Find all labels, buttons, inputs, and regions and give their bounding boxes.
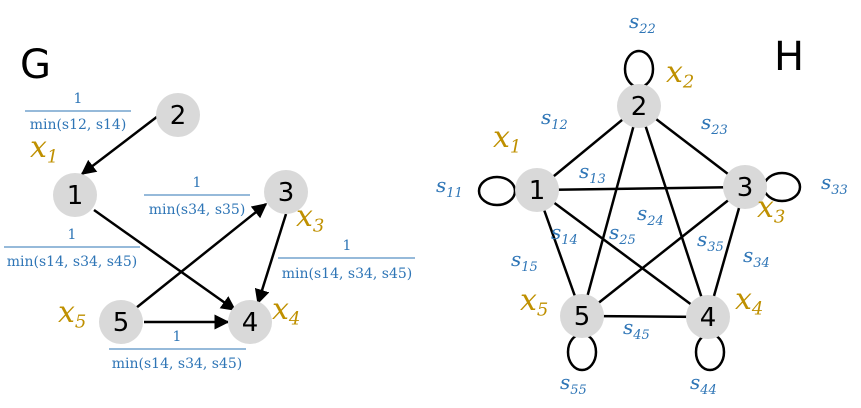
graph-g-title: G xyxy=(20,42,51,88)
h-label-s12: s12 xyxy=(541,105,568,133)
h-edge-1-4 xyxy=(536,188,709,319)
g-node-4-label: 4 xyxy=(242,308,259,338)
h-node-3-label: 3 xyxy=(737,173,754,203)
h-edge-2-4 xyxy=(637,105,710,318)
h-var-x5: x5 xyxy=(520,283,548,320)
h-label-s35: s35 xyxy=(697,227,724,255)
g-var-x3: x3 xyxy=(296,199,324,236)
g-weight-5-4-denominator: min(s14, s34, s45) xyxy=(112,356,243,372)
h-label-s34: s34 xyxy=(743,243,770,271)
h-label-s55: s55 xyxy=(560,370,587,398)
g-weight-5-3: 1 min(s34, s35) xyxy=(144,175,250,218)
g-node-1-label: 1 xyxy=(67,181,84,211)
h-label-s45: s45 xyxy=(623,315,650,343)
h-edge-3-5 xyxy=(581,186,746,317)
h-var-x1: x1 xyxy=(493,120,521,157)
g-edge-2-1 xyxy=(80,115,159,175)
h-self-loop-5 xyxy=(566,332,598,372)
h-label-s25: s25 xyxy=(609,220,636,248)
g-node-2: 2 xyxy=(156,93,200,137)
h-node-1-label: 1 xyxy=(529,176,546,206)
h-node-1: 1 xyxy=(515,168,559,212)
h-label-s33: s33 xyxy=(821,170,848,198)
g-edge-3-4 xyxy=(254,213,288,305)
h-edge-1-5 xyxy=(535,189,584,317)
h-node-2-label: 2 xyxy=(631,92,648,122)
g-weight-5-3-denominator: min(s34, s35) xyxy=(149,202,246,218)
h-node-4-label: 4 xyxy=(700,303,717,333)
h-label-s22: s22 xyxy=(629,9,656,37)
h-node-5-label: 5 xyxy=(574,302,591,332)
g-node-3-label: 3 xyxy=(278,178,295,208)
g-node-1: 1 xyxy=(53,173,97,217)
h-label-s13: s13 xyxy=(579,159,606,187)
g-node-2-label: 2 xyxy=(170,101,187,131)
h-self-loop-1 xyxy=(477,175,517,207)
g-var-x5: x5 xyxy=(58,295,86,332)
g-weight-2-1-numerator: 1 xyxy=(74,91,83,107)
graph-h: H 1 2 3 4 xyxy=(436,9,848,398)
g-edge-1-4 xyxy=(93,208,237,312)
g-weight-3-4: 1 min(s14, s34, s45) xyxy=(278,238,415,282)
h-node-5: 5 xyxy=(560,294,604,338)
g-node-5-label: 5 xyxy=(113,308,130,338)
g-weight-3-4-numerator: 1 xyxy=(343,238,352,254)
h-var-x3: x3 xyxy=(757,190,785,227)
g-weight-2-1-denominator: min(s12, s14) xyxy=(30,117,127,133)
g-weight-5-3-numerator: 1 xyxy=(193,175,202,191)
g-weight-3-4-denominator: min(s14, s34, s45) xyxy=(282,266,413,282)
h-node-2: 2 xyxy=(617,84,661,128)
h-label-s23: s23 xyxy=(701,110,728,138)
g-node-3: 3 xyxy=(264,170,308,214)
g-node-4: 4 xyxy=(228,300,272,344)
h-edge-1-2 xyxy=(536,105,640,191)
g-node-5: 5 xyxy=(99,300,143,344)
g-weight-1-4-denominator: min(s14, s34, s45) xyxy=(7,254,138,270)
h-label-s14: s14 xyxy=(551,220,578,248)
h-node-3: 3 xyxy=(723,165,767,209)
g-weight-5-4: 1 min(s14, s34, s45) xyxy=(109,329,246,372)
h-self-loop-2 xyxy=(623,49,655,89)
g-var-x4: x4 xyxy=(272,292,300,329)
h-var-x4: x4 xyxy=(735,282,763,319)
g-edge-5-3 xyxy=(135,203,268,309)
h-label-s44: s44 xyxy=(690,370,717,398)
g-weight-1-4-numerator: 1 xyxy=(68,227,77,243)
h-self-loop-4 xyxy=(694,332,726,372)
g-weight-1-4: 1 min(s14, s34, s45) xyxy=(4,227,140,270)
h-label-s24: s24 xyxy=(637,201,664,229)
h-var-x2: x2 xyxy=(666,55,694,92)
h-edge-2-3 xyxy=(638,105,746,188)
g-weight-2-1: 1 min(s12, s14) xyxy=(25,91,131,133)
graph-g: G 2 1 3 4 5 1 min( xyxy=(4,42,415,372)
g-weight-5-4-numerator: 1 xyxy=(173,329,182,345)
h-label-s15: s15 xyxy=(511,247,538,275)
h-label-s11: s11 xyxy=(436,173,463,201)
h-edge-1-3 xyxy=(536,185,746,192)
g-var-x1: x1 xyxy=(30,130,58,167)
h-edge-3-4 xyxy=(706,186,747,318)
h-node-4: 4 xyxy=(686,295,730,339)
h-edge-2-5 xyxy=(580,105,641,317)
graph-h-title: H xyxy=(774,34,804,80)
